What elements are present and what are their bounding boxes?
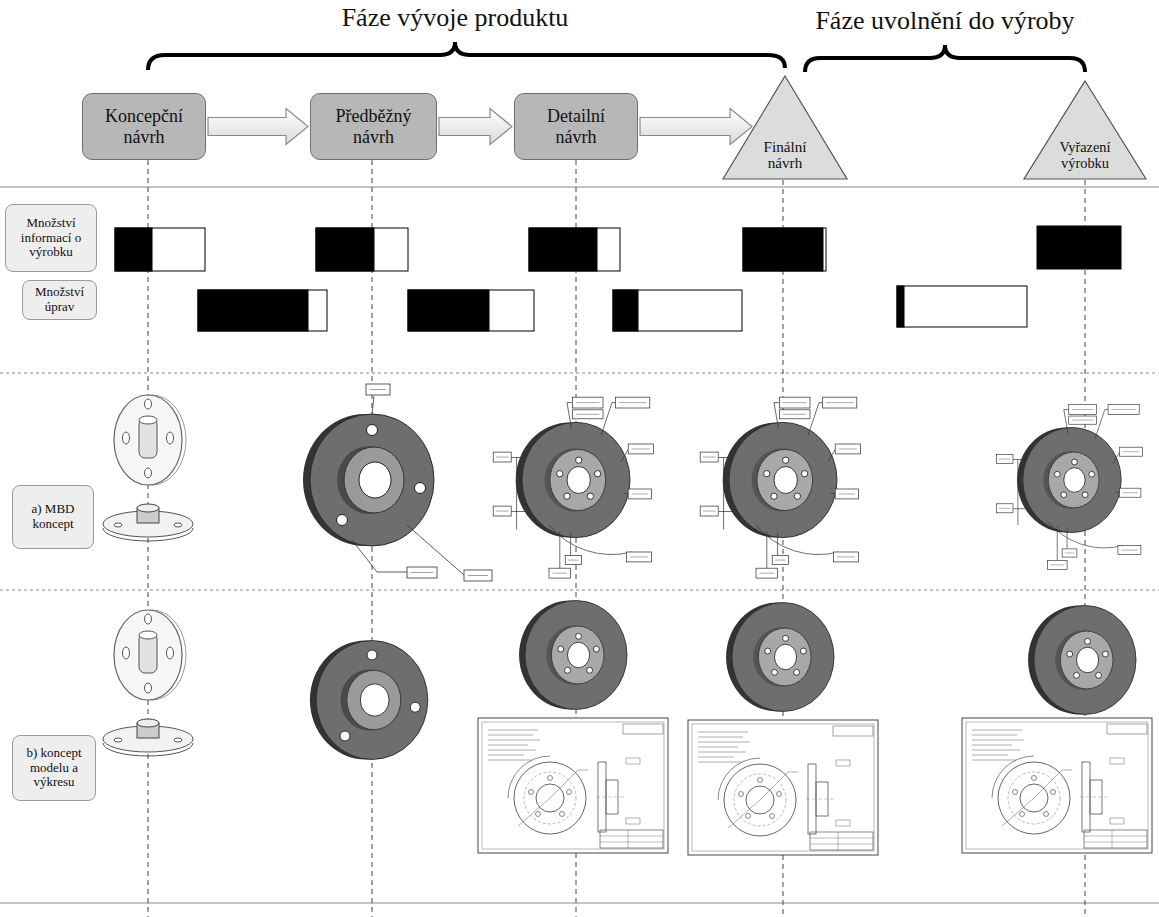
art-rect	[115, 228, 152, 271]
milestone-triangle: Finální návrh	[722, 75, 848, 180]
phase-box: Koncepční návrh	[82, 93, 206, 160]
part-model	[310, 641, 428, 760]
row-label-box: Množství informací o výrobku	[5, 204, 97, 272]
phase-brace	[805, 45, 1085, 72]
label-group: a) MBD koncept	[17, 502, 89, 532]
art-rect	[407, 567, 437, 578]
block-arrow	[640, 109, 752, 145]
art-rect	[198, 290, 327, 331]
part-model	[516, 422, 630, 537]
node-label: Množství informací o výrobku	[10, 216, 92, 261]
part-model	[723, 422, 837, 537]
label-group: Množství informací o výrobku	[10, 216, 92, 261]
divider-line	[0, 187, 1159, 188]
art-rect	[897, 286, 1027, 327]
art-path	[468, 575, 488, 576]
node-label: a) MBD koncept	[17, 502, 89, 532]
info-bars	[115, 226, 1121, 271]
part-model	[1017, 428, 1121, 533]
node-label: Vyřazení výrobku	[1049, 140, 1121, 172]
phase-brace	[148, 42, 785, 70]
row-label-box: Množství úprav	[22, 280, 97, 320]
phase-box: Předběžný návrh	[310, 93, 437, 160]
art-rect	[529, 228, 597, 271]
triangle-shape	[723, 76, 847, 179]
dimension-callouts	[352, 384, 492, 581]
label-group: Vyřazení výrobku	[1049, 140, 1121, 172]
drawing-sheet	[962, 718, 1152, 853]
label-group: b) koncept modelu a výkresu	[17, 746, 91, 791]
row-label-box: b) koncept modelu a výkresu	[12, 735, 96, 801]
part-model	[726, 603, 834, 712]
label-group: Předběžný návrh	[323, 106, 424, 147]
drawing-sheet	[688, 720, 878, 855]
phase-box: Detailní návrh	[514, 93, 638, 160]
art-path	[411, 572, 433, 573]
phase-heading: Fáze vývoje produktu	[342, 3, 569, 33]
row-label-box: a) MBD koncept	[12, 485, 94, 549]
change-bars	[198, 286, 1027, 331]
art-rect	[316, 228, 408, 271]
node-label: b) koncept modelu a výkresu	[17, 746, 91, 791]
art-rect	[529, 228, 620, 271]
concept-sketch	[103, 610, 193, 756]
art-rect	[613, 290, 638, 331]
art-rect	[408, 290, 489, 331]
part-model	[303, 414, 434, 546]
label-group: Koncepční návrh	[95, 106, 193, 147]
node-label: Koncepční návrh	[95, 106, 193, 147]
label-group: Množství úprav	[27, 285, 92, 315]
art-rect	[464, 570, 492, 581]
part-model	[1028, 606, 1136, 715]
divider-line	[0, 903, 1159, 904]
art-rect	[408, 290, 534, 331]
art-rect	[743, 228, 826, 271]
art-rect	[366, 384, 390, 395]
divider-line	[0, 373, 1159, 374]
art-rect	[115, 228, 205, 271]
concept-sketch	[103, 395, 193, 541]
divider-line	[0, 590, 1159, 591]
part-model	[519, 601, 627, 710]
node-label: Předběžný návrh	[323, 106, 424, 147]
art-rect	[613, 290, 742, 331]
dimension-callouts	[997, 405, 1143, 570]
node-label: Detailní návrh	[527, 106, 625, 147]
drawing-sheet	[478, 718, 668, 853]
block-arrow	[439, 109, 512, 145]
art-rect	[1037, 226, 1121, 269]
milestone-triangle: Vyřazení výrobku	[1023, 80, 1147, 180]
art-path	[372, 396, 374, 414]
label-group: Finální návrh	[749, 139, 821, 172]
art-path	[370, 389, 386, 390]
dimension-callouts	[700, 397, 860, 578]
block-arrow	[208, 109, 308, 145]
dimension-callouts	[493, 397, 653, 578]
node-label: Množství úprav	[27, 285, 92, 315]
art-line	[148, 160, 149, 917]
node-label: Finální návrh	[749, 139, 821, 172]
art-rect	[743, 228, 823, 271]
art-rect	[897, 286, 904, 327]
art-path	[352, 540, 407, 572]
label-group: Detailní návrh	[527, 106, 625, 147]
triangle-shape	[1024, 81, 1146, 179]
phase-guide-lines	[148, 160, 1085, 917]
phase-heading: Fáze uvolnění do výroby	[815, 6, 1074, 36]
art-rect	[316, 228, 374, 271]
art-rect	[198, 290, 308, 331]
